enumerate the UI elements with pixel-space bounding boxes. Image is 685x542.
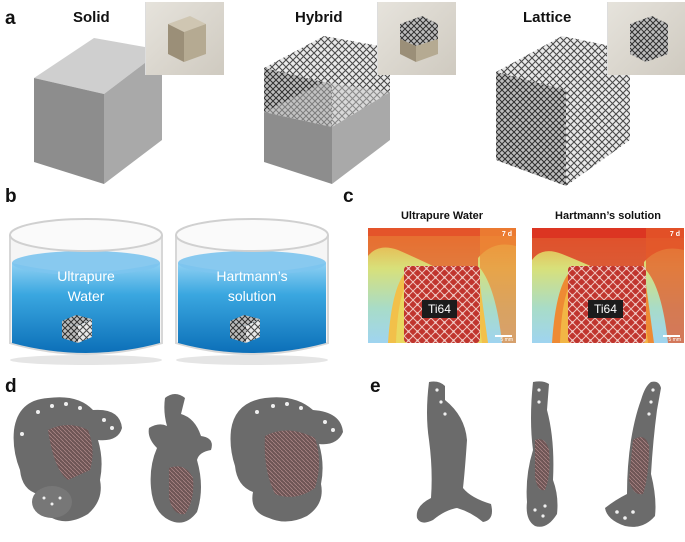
scale-bar-hartmann [663, 335, 680, 337]
time-label-ultrapure: 7 d [501, 231, 512, 238]
panel-letter-a: a [5, 8, 16, 29]
solid-cube [34, 38, 162, 184]
beaker-ultrapure [9, 218, 163, 365]
hybrid-photo [377, 2, 456, 75]
implant-d-view3 [230, 397, 343, 522]
title-c-hartmann: Hartmann’s solution [555, 210, 661, 222]
time-label-hartmann: 7 d [669, 231, 680, 238]
beaker-hartmann [175, 218, 329, 365]
implant-d-view2 [148, 394, 212, 523]
ti64-label-hartmann: Ti64 [588, 300, 623, 318]
scale-bar-ultrapure [495, 335, 512, 337]
ti64-label-ultrapure: Ti64 [422, 300, 457, 318]
beaker-label-ultrapure-line2: Water [67, 288, 105, 304]
solid-photo [145, 2, 224, 75]
panel-letter-c: c [343, 186, 354, 207]
title-hybrid: Hybrid [295, 9, 343, 26]
title-lattice: Lattice [523, 9, 572, 26]
hybrid-cube [264, 36, 390, 184]
heatmap-ultrapure: 7 d Ti64 5 mm [368, 228, 516, 343]
lattice-photo [607, 2, 685, 75]
panel-letter-d: d [5, 376, 17, 397]
beaker-label-ultrapure-line1: Ultrapure [57, 268, 115, 284]
beaker-label-hartmann: Hartmann’s solution [196, 266, 308, 306]
title-solid: Solid [73, 9, 110, 26]
beaker-label-hartmann-line2: solution [227, 288, 277, 304]
panel-letter-e: e [370, 376, 381, 397]
implant-e-view2 [526, 381, 558, 527]
lattice-cube [496, 36, 630, 186]
scale-label-ultrapure: 5 mm [500, 337, 514, 343]
implant-e-view1 [416, 381, 492, 523]
beaker-label-ultrapure: Ultrapure Water [30, 266, 142, 306]
beaker-label-hartmann-line1: Hartmann’s [216, 268, 288, 284]
heatmap-hartmann: 7 d Ti64 5 mm [532, 228, 684, 343]
implant-d-view1 [13, 397, 123, 522]
title-c-ultrapure: Ultrapure Water [400, 210, 484, 222]
panel-letter-b: b [5, 186, 17, 207]
scale-label-hartmann: 5 mm [668, 337, 682, 343]
implant-e-view3 [605, 381, 661, 527]
